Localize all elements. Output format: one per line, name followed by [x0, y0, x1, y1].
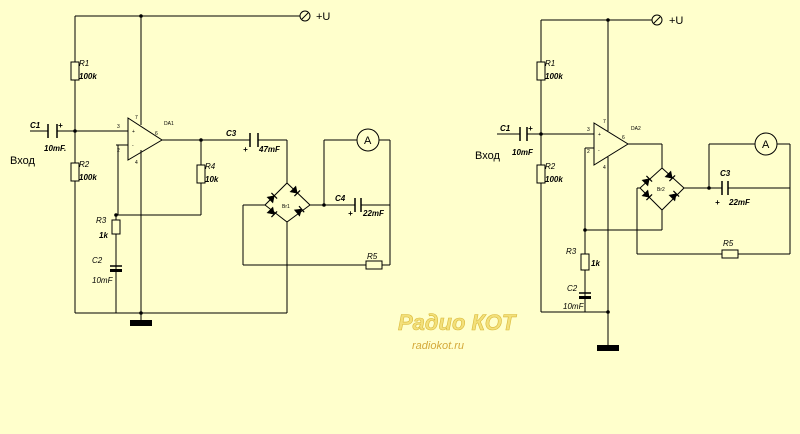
svg-text:2: 2 — [587, 149, 590, 155]
left-resistor-r5: R5 — [365, 252, 383, 270]
svg-text:-: - — [598, 148, 600, 154]
svg-text:1k: 1k — [99, 231, 108, 240]
svg-text:10mF: 10mF — [92, 276, 114, 285]
left-capacitor-c1: + C1 10mF. — [30, 121, 66, 153]
svg-text:10mF.: 10mF. — [44, 144, 66, 153]
right-input-label: Вход — [475, 150, 500, 162]
svg-text:2: 2 — [117, 148, 120, 154]
svg-text:6: 6 — [622, 135, 625, 141]
svg-text:3: 3 — [117, 124, 120, 130]
left-capacitor-c3: + C3 47mF — [226, 129, 281, 154]
svg-text:R4: R4 — [205, 162, 216, 171]
right-ground-symbol — [597, 345, 619, 351]
svg-text:R3: R3 — [96, 216, 107, 225]
svg-text:-: - — [132, 143, 134, 149]
svg-text:+: + — [132, 129, 135, 135]
right-opamp-da2: + - 3 2 7 4 6 DA2 — [587, 119, 641, 171]
svg-text:22mF: 22mF — [728, 198, 751, 207]
svg-text:R1: R1 — [545, 59, 555, 68]
left-schematic: +U Вход + C1 10mF. R1 100k R2 100k — [10, 10, 391, 326]
svg-text:+: + — [348, 209, 353, 218]
svg-text:7: 7 — [135, 115, 138, 121]
svg-text:R5: R5 — [367, 252, 378, 261]
watermark-url: radiokot.ru — [412, 340, 464, 352]
right-supply-label: +U — [669, 15, 683, 27]
left-diode-bridge-br1: Br1 — [264, 182, 311, 223]
svg-text:47mF: 47mF — [258, 145, 281, 154]
svg-text:+: + — [528, 124, 533, 133]
left-capacitor-c2: C2 10mF — [92, 256, 122, 285]
svg-text:R2: R2 — [545, 162, 556, 171]
left-resistor-r3: R3 1k — [96, 216, 121, 240]
left-capacitor-c4: + C4 22mF — [335, 194, 385, 218]
svg-text:100k: 100k — [79, 72, 97, 81]
left-ammeter: A — [356, 128, 380, 152]
svg-text:A: A — [364, 135, 372, 147]
radiokot-watermark: Радио КОТ radiokot.ru — [398, 310, 517, 352]
svg-text:1k: 1k — [591, 259, 600, 268]
svg-text:7: 7 — [603, 119, 606, 125]
svg-text:C3: C3 — [720, 169, 731, 178]
svg-text:DA1: DA1 — [164, 121, 174, 127]
left-supply-terminal: +U — [299, 10, 330, 23]
svg-text:+: + — [58, 121, 63, 130]
right-capacitor-c1: + C1 10mF — [500, 124, 534, 157]
svg-text:+: + — [715, 198, 720, 207]
right-schematic: +U Вход + C1 10mF R1 100k R2 100k — [475, 14, 791, 351]
right-capacitor-c2: C2 10mF — [563, 284, 591, 311]
right-resistor-r1: R1 100k — [536, 59, 563, 81]
left-ground-symbol — [130, 320, 152, 326]
svg-text:A: A — [762, 139, 770, 151]
svg-text:22mF: 22mF — [362, 209, 385, 218]
right-diode-bridge-br2: Br2 — [639, 167, 685, 211]
svg-text:100k: 100k — [545, 175, 563, 184]
svg-text:+: + — [598, 132, 601, 138]
right-capacitor-c3: + C3 22mF — [715, 169, 751, 207]
left-supply-label: +U — [316, 11, 330, 23]
svg-text:Br1: Br1 — [282, 204, 290, 210]
svg-text:10k: 10k — [205, 175, 219, 184]
right-resistor-r3: R3 1k — [566, 247, 600, 271]
svg-text:10mF: 10mF — [563, 302, 585, 311]
svg-text:C1: C1 — [30, 121, 41, 130]
svg-text:R2: R2 — [79, 160, 90, 169]
svg-text:4: 4 — [603, 165, 606, 171]
watermark-title: Радио КОТ — [398, 310, 517, 335]
svg-text:100k: 100k — [545, 72, 563, 81]
left-input-label: Вход — [10, 155, 35, 167]
svg-text:DA2: DA2 — [631, 126, 641, 132]
right-resistor-r5: R5 — [721, 239, 739, 259]
left-resistor-r4: R4 10k — [196, 162, 219, 184]
svg-text:C1: C1 — [500, 124, 511, 133]
right-supply-terminal: +U — [651, 14, 683, 27]
svg-text:+: + — [243, 145, 248, 154]
svg-text:100k: 100k — [79, 173, 97, 182]
svg-text:C4: C4 — [335, 194, 346, 203]
svg-text:R3: R3 — [566, 247, 577, 256]
svg-text:C2: C2 — [92, 256, 103, 265]
svg-text:C3: C3 — [226, 129, 237, 138]
svg-text:R5: R5 — [723, 239, 734, 248]
svg-text:6: 6 — [155, 131, 158, 137]
svg-text:C2: C2 — [567, 284, 578, 293]
right-ammeter: A — [754, 132, 778, 156]
svg-text:Br2: Br2 — [657, 187, 665, 193]
svg-text:3: 3 — [587, 127, 590, 133]
left-resistor-r1: R1 100k — [70, 59, 97, 81]
right-resistor-r2: R2 100k — [536, 162, 563, 184]
svg-text:4: 4 — [135, 160, 138, 166]
svg-text:10mF: 10mF — [512, 148, 534, 157]
left-resistor-r2: R2 100k — [70, 160, 97, 182]
svg-text:R1: R1 — [79, 59, 89, 68]
left-opamp-da1: + - 3 2 7 4 6 DA1 — [117, 115, 174, 166]
